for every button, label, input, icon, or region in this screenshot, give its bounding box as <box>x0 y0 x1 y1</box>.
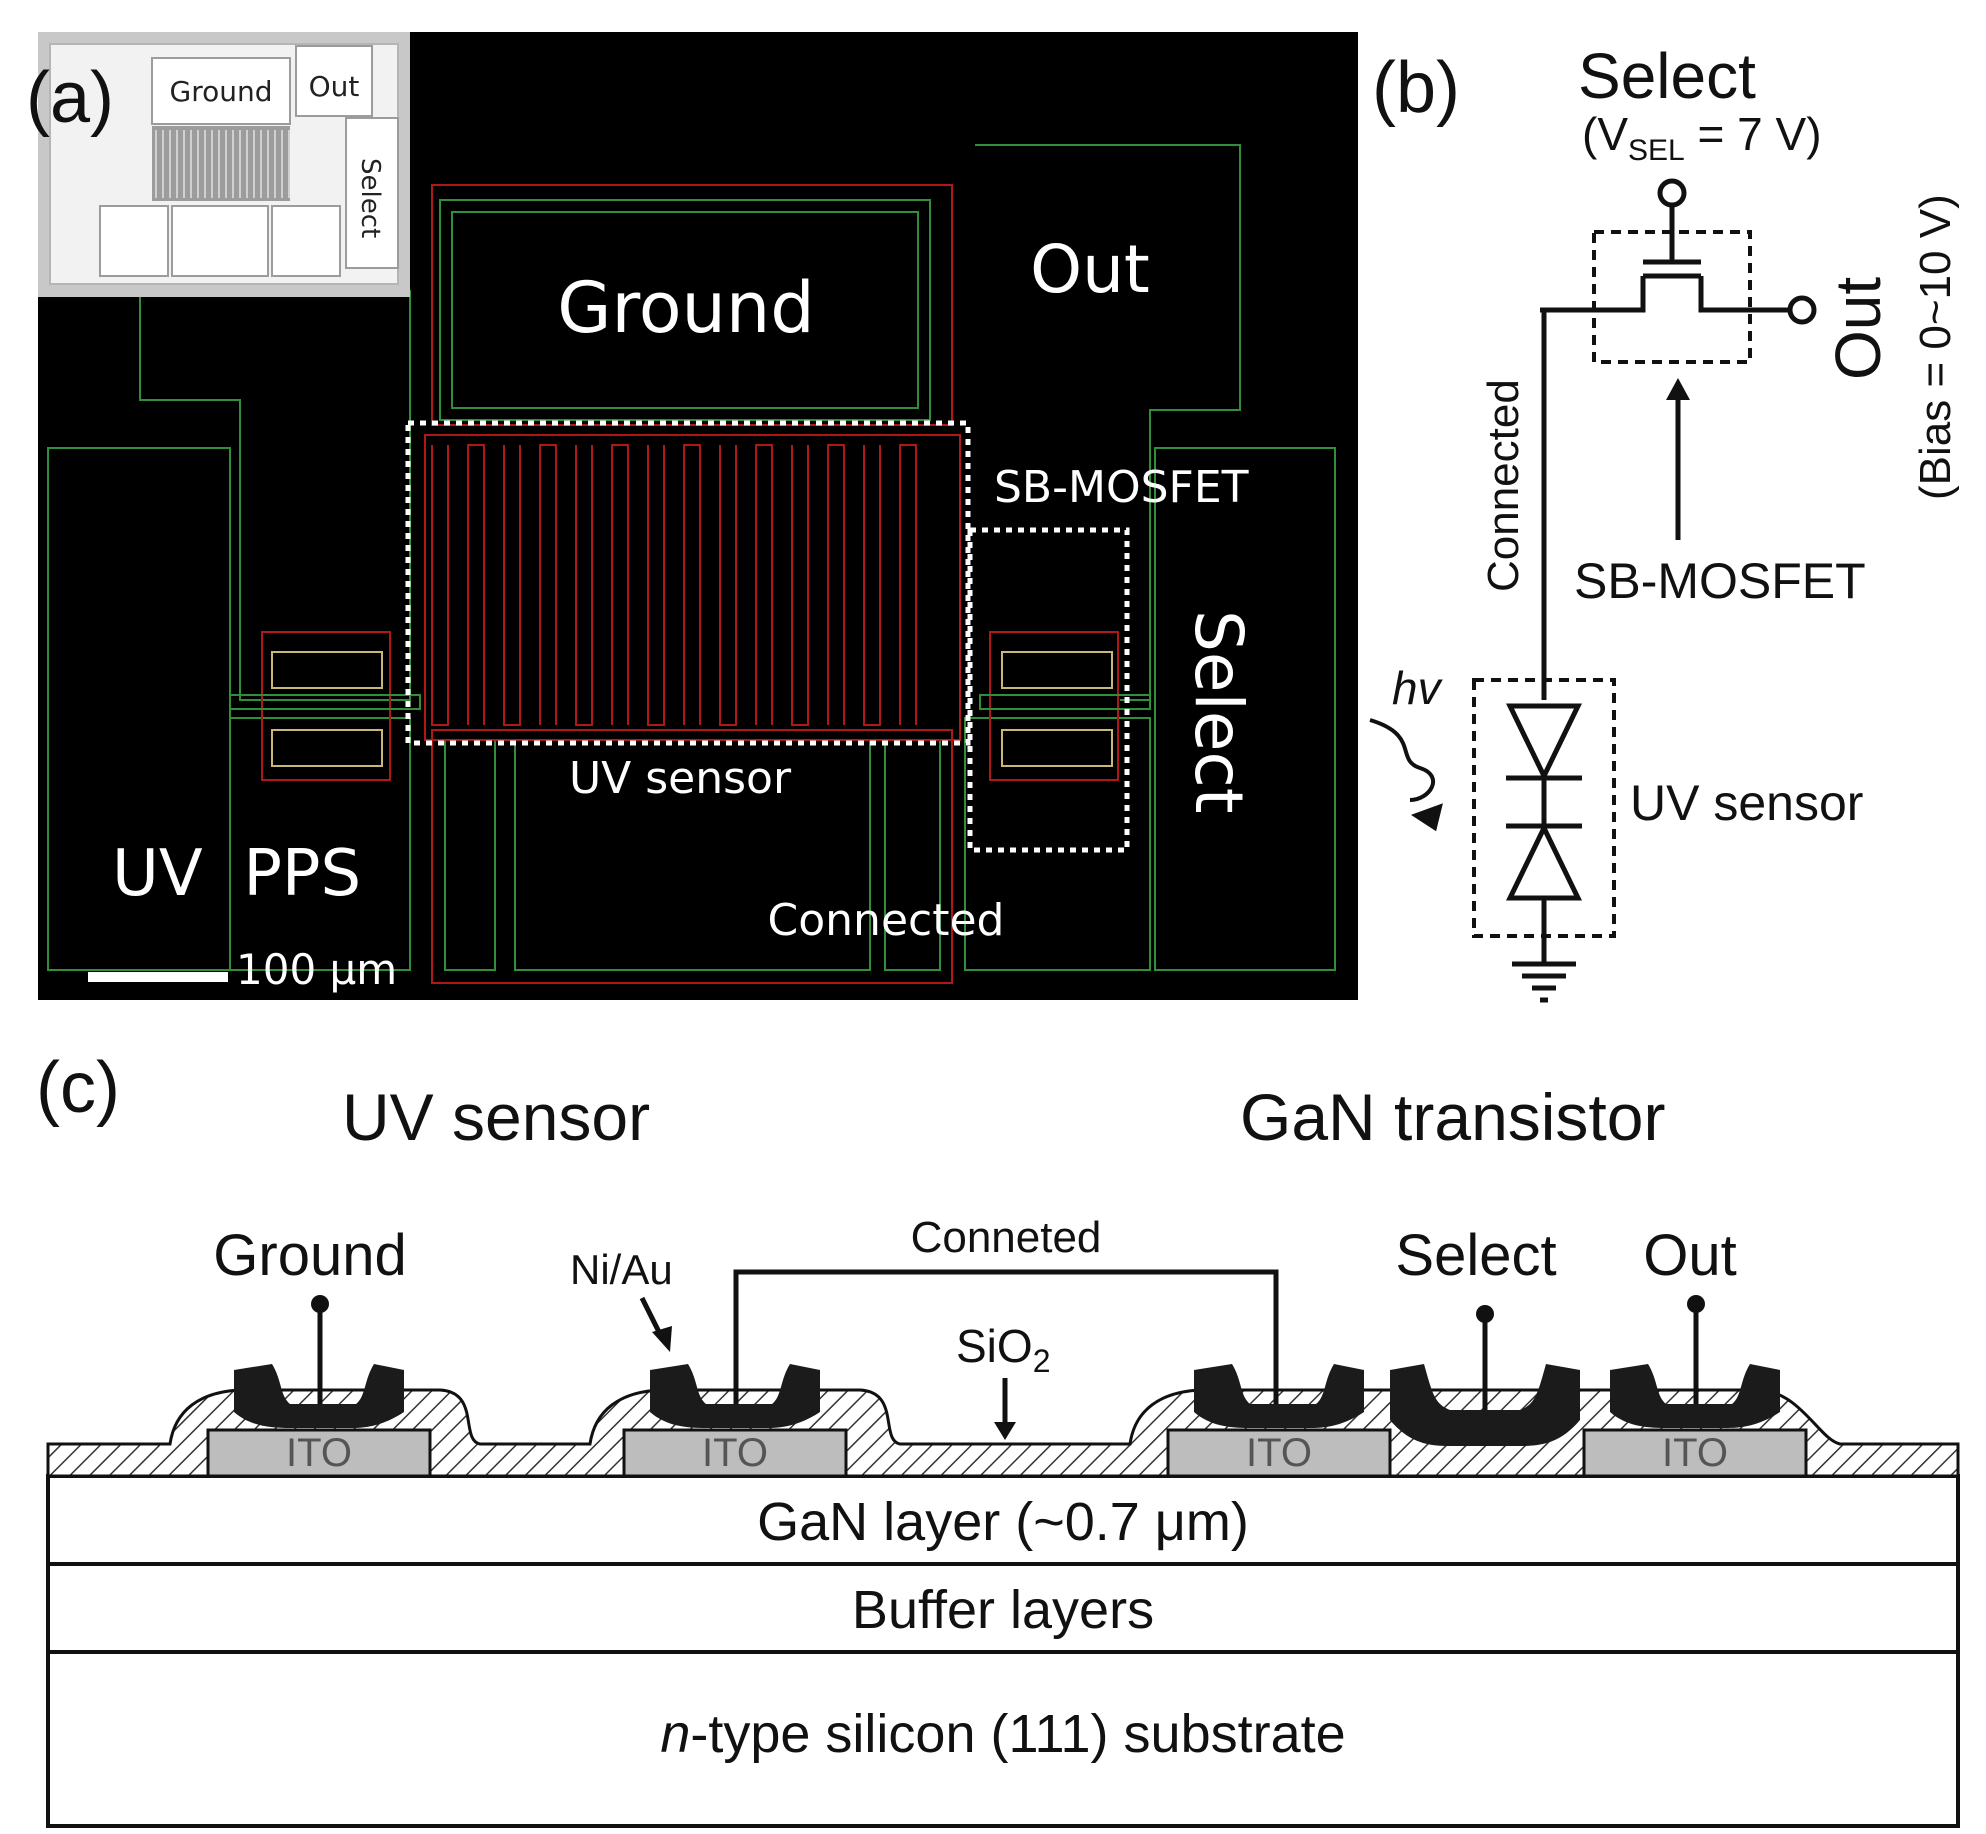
panel-a-label: (a) <box>26 58 114 138</box>
ito-block-1 <box>206 1428 432 1478</box>
inset-ground-label: Ground <box>170 75 273 108</box>
sio2-label: SiO2 <box>956 1320 1050 1379</box>
layout-sb-mosfet-label: SB-MOSFET <box>994 462 1249 513</box>
layout-ground-label: Ground <box>557 267 814 349</box>
terminal-probes <box>311 1295 1705 1410</box>
layout-out-label: Out <box>1030 231 1150 308</box>
schematic-select-label: Select <box>1578 40 1756 112</box>
ito-label-1: ITO <box>286 1431 352 1475</box>
layout-inset: Ground Out Select <box>38 32 410 297</box>
schematic-vsel-label: (VSEL = 7 V) <box>1582 108 1822 167</box>
gan-layer <box>46 1474 1960 1566</box>
ito-label-3: ITO <box>1246 1431 1312 1475</box>
schematic-uv-sensor-label: UV sensor <box>1630 775 1863 831</box>
ni-au-label: Ni/Au <box>570 1246 673 1293</box>
layout-uv-sensor-label: UV sensor <box>569 753 792 804</box>
schematic-bias-label: (Bias = 0~10 V) <box>1911 194 1960 500</box>
schematic-sb-mosfet-label: SB-MOSFET <box>1574 553 1866 609</box>
substrate-label: n-type silicon (111) substrate <box>660 1704 1345 1764</box>
hv-label: hv <box>1392 662 1444 714</box>
buffer-layer <box>46 1562 1960 1654</box>
ito-block-4 <box>1582 1428 1808 1478</box>
layout-connected-label: Connected <box>768 895 1005 946</box>
inset-out-label: Out <box>309 70 360 103</box>
gan-layer-label: GaN layer (~0.7 μm) <box>757 1492 1249 1552</box>
panel-c-label: (c) <box>36 1048 120 1128</box>
diode-bottom <box>1506 822 1582 901</box>
gan-transistor-title: GaN transistor <box>1240 1080 1665 1154</box>
ito-block-2 <box>622 1428 848 1478</box>
ito-label-4: ITO <box>1662 1431 1728 1475</box>
ground-symbol <box>1512 961 1576 1003</box>
sb-mosfet-dotted-box <box>967 527 1130 853</box>
scale-bar <box>88 972 228 982</box>
panel-a-layout: Ground Out Select 100 μm Ground Out SB-M… <box>38 32 1358 1000</box>
panel-c-cross-section: (c) UV sensor GaN transistor GaN layer (… <box>36 1048 1960 1828</box>
panel-b-schematic: (b) Select (VSEL = 7 V) SB-MOSFET Out (B… <box>1369 40 1960 1003</box>
interdigitated-electrodes <box>424 434 961 741</box>
buffer-layers-label: Buffer layers <box>852 1580 1154 1640</box>
conneted-wire <box>733 1269 1279 1404</box>
uv-sensor-title: UV sensor <box>342 1080 650 1154</box>
conneted-label: Conneted <box>911 1213 1102 1262</box>
cs-out-label: Out <box>1643 1223 1737 1288</box>
scale-bar-label: 100 μm <box>236 945 397 994</box>
panel-b-label: (b) <box>1372 48 1460 128</box>
red-layer-outlines <box>261 184 1119 984</box>
cs-ground-label: Ground <box>213 1223 406 1288</box>
schematic-out-label: Out <box>1822 277 1894 380</box>
inset-select-label: Select <box>355 158 385 238</box>
contact-pads <box>229 651 1151 767</box>
substrate-layer <box>46 1650 1960 1828</box>
select-terminal <box>1657 178 1687 208</box>
layout-uv-pps-label: UV PPS <box>112 837 361 911</box>
sb-mosfet-dashed-box <box>1592 230 1752 364</box>
schematic-connected-label: Connected <box>1479 379 1528 592</box>
ito-label-2: ITO <box>702 1431 768 1475</box>
ni-au-contacts <box>234 1364 1780 1446</box>
ito-block-3 <box>1166 1428 1392 1478</box>
out-terminal <box>1787 295 1817 325</box>
photon-wave-arrow <box>1369 718 1435 802</box>
layout-select-label: Select <box>1180 610 1257 814</box>
cs-select-label: Select <box>1395 1223 1556 1288</box>
diode-top <box>1506 703 1582 782</box>
